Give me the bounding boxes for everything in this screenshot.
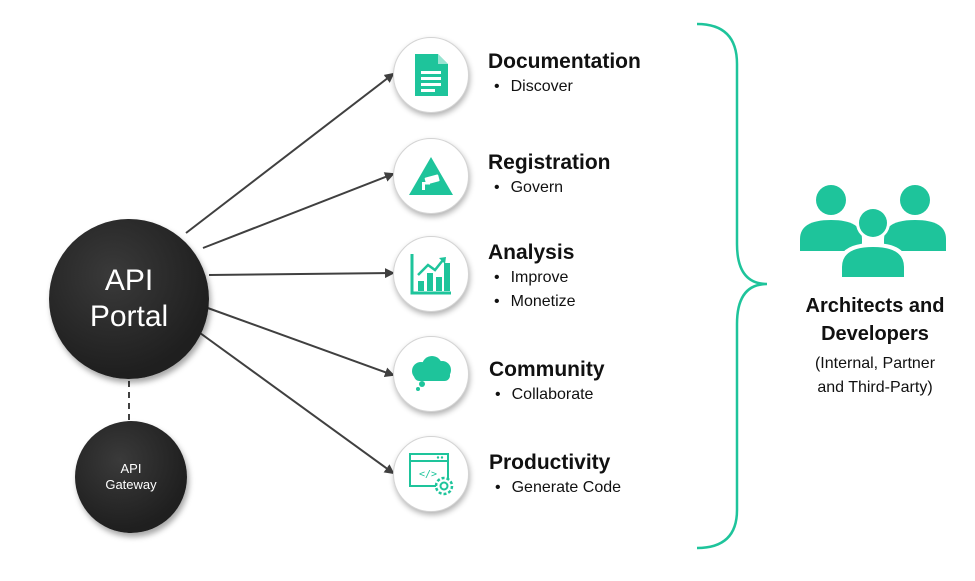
api-gateway-label-line2: Gateway — [105, 477, 157, 492]
analysis-bullet-2: Monetize — [488, 290, 576, 314]
connector-registration — [202, 172, 395, 249]
analysis-label: Analysis Improve Monetize — [488, 240, 576, 314]
registration-node — [393, 138, 469, 214]
analysis-bullet-1: Improve — [488, 266, 576, 290]
registration-label: Registration Govern — [488, 150, 611, 200]
connector-community — [204, 306, 395, 377]
productivity-bullet: Generate Code — [489, 476, 621, 500]
community-label: Community Collaborate — [489, 357, 605, 407]
analysis-node — [393, 236, 469, 312]
grouping-brace — [696, 22, 768, 550]
registration-title: Registration — [488, 151, 611, 174]
analysis-title: Analysis — [488, 241, 575, 264]
api-portal-node: API Portal — [49, 219, 209, 379]
documentation-node — [393, 37, 469, 113]
productivity-label: Productivity Generate Code — [489, 450, 621, 500]
connector-productivity — [188, 324, 395, 475]
productivity-node: </> — [393, 436, 469, 512]
cloud-icon — [412, 356, 451, 391]
documentation-label: Documentation Discover — [488, 49, 641, 99]
audience-block: Architects and Developers (Internal, Par… — [790, 292, 960, 400]
code-window-gear-icon: </> — [409, 453, 454, 496]
api-gateway-label-line1: API — [120, 461, 142, 476]
community-node — [393, 336, 469, 412]
document-icon — [415, 54, 448, 96]
api-portal-label-line1: API — [104, 264, 154, 297]
audience-subtitle-line2: and Third-Party) — [817, 379, 933, 396]
community-title: Community — [489, 358, 605, 381]
audience-title-line2: Developers — [821, 323, 929, 345]
connector-analysis — [208, 268, 395, 279]
people-group-icon — [800, 185, 946, 279]
productivity-title: Productivity — [489, 451, 611, 474]
svg-text:</>: </> — [419, 469, 437, 480]
bar-chart-icon — [410, 254, 451, 295]
security-camera-icon — [409, 157, 453, 195]
api-portal-label-line2: Portal — [89, 300, 169, 333]
api-gateway-node: API Gateway — [75, 421, 187, 533]
connector-documentation — [185, 72, 395, 234]
documentation-bullet: Discover — [488, 75, 641, 99]
audience-subtitle-line1: (Internal, Partner — [814, 355, 936, 372]
documentation-title: Documentation — [488, 50, 641, 73]
audience-title-line1: Architects and — [805, 295, 945, 317]
registration-bullet: Govern — [488, 176, 611, 200]
community-bullet: Collaborate — [489, 383, 605, 407]
